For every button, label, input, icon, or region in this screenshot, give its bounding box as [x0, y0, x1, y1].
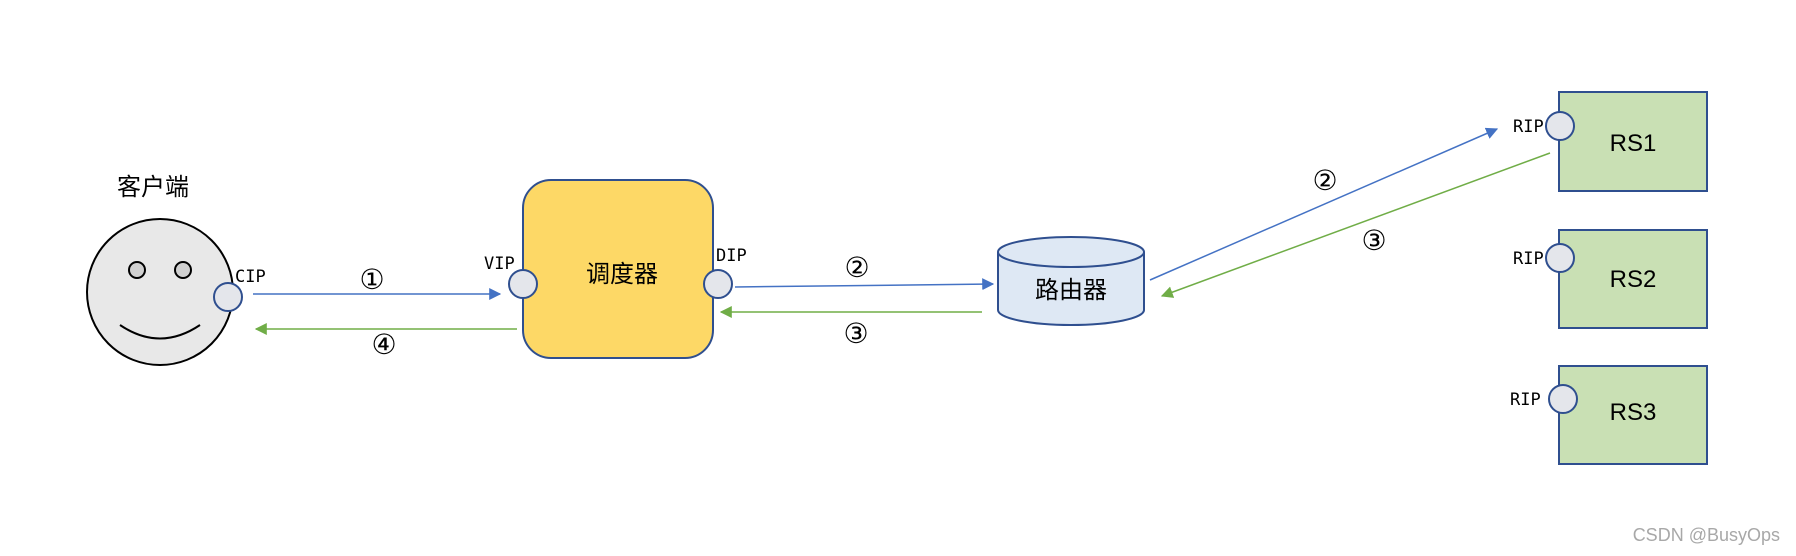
- rs2-node: RS2 RIP: [1513, 229, 1708, 329]
- cip-port: [213, 282, 243, 312]
- rs1-node: RS1 RIP: [1513, 91, 1708, 192]
- router-top: [997, 236, 1145, 268]
- client-node: 客户端 CIP: [86, 173, 266, 366]
- rs2-rip-port: [1545, 243, 1575, 273]
- rs3-label: RS3: [1610, 399, 1657, 426]
- watermark: CSDN @BusyOps: [1633, 525, 1780, 545]
- arrow-router-to-rs1: [1149, 127, 1499, 281]
- step-label-2-rs1: ②: [1312, 164, 1337, 197]
- client-face: [86, 218, 234, 366]
- step-label-2-router: ②: [844, 251, 869, 284]
- client-right-eye: [174, 261, 192, 279]
- step-label-3-router: ③: [843, 317, 868, 350]
- router-body: [997, 252, 1145, 326]
- vip-label: VIP: [484, 254, 515, 274]
- rs1-rip-label: RIP: [1513, 117, 1544, 137]
- client-label: 客户端: [117, 173, 189, 201]
- step-label-1: ①: [359, 263, 384, 296]
- step-label-3-rs1: ③: [1361, 224, 1386, 257]
- rs3-rip-port: [1548, 384, 1578, 414]
- rs3-rip-label: RIP: [1510, 390, 1541, 410]
- arrow-rs1-to-router: [1160, 152, 1551, 298]
- client-left-eye: [128, 261, 146, 279]
- flow-arrows: [253, 127, 1551, 335]
- vip-port: [508, 269, 538, 299]
- scheduler-node: 调度器 VIP DIP: [484, 179, 747, 359]
- step-labels: ① ④ ② ③ ② ③: [359, 164, 1386, 361]
- rs2-box: [1558, 229, 1708, 329]
- arrow-scheduler-to-router: [734, 278, 995, 291]
- cip-label: CIP: [235, 267, 266, 287]
- router-label: 路由器: [1035, 276, 1107, 304]
- rs2-label: RS2: [1610, 266, 1657, 293]
- rs1-box: [1558, 91, 1708, 192]
- scheduler-label: 调度器: [586, 260, 658, 288]
- dip-label: DIP: [716, 246, 747, 266]
- rs1-label: RS1: [1610, 130, 1657, 157]
- rs1-rip-port: [1545, 111, 1575, 141]
- rs2-rip-label: RIP: [1513, 249, 1544, 269]
- dip-port: [703, 269, 733, 299]
- rs3-box: [1558, 365, 1708, 465]
- router-node: 路由器: [997, 236, 1145, 326]
- step-label-4: ④: [371, 328, 396, 361]
- rs3-node: RS3 RIP: [1510, 365, 1708, 465]
- client-smile: [119, 324, 201, 340]
